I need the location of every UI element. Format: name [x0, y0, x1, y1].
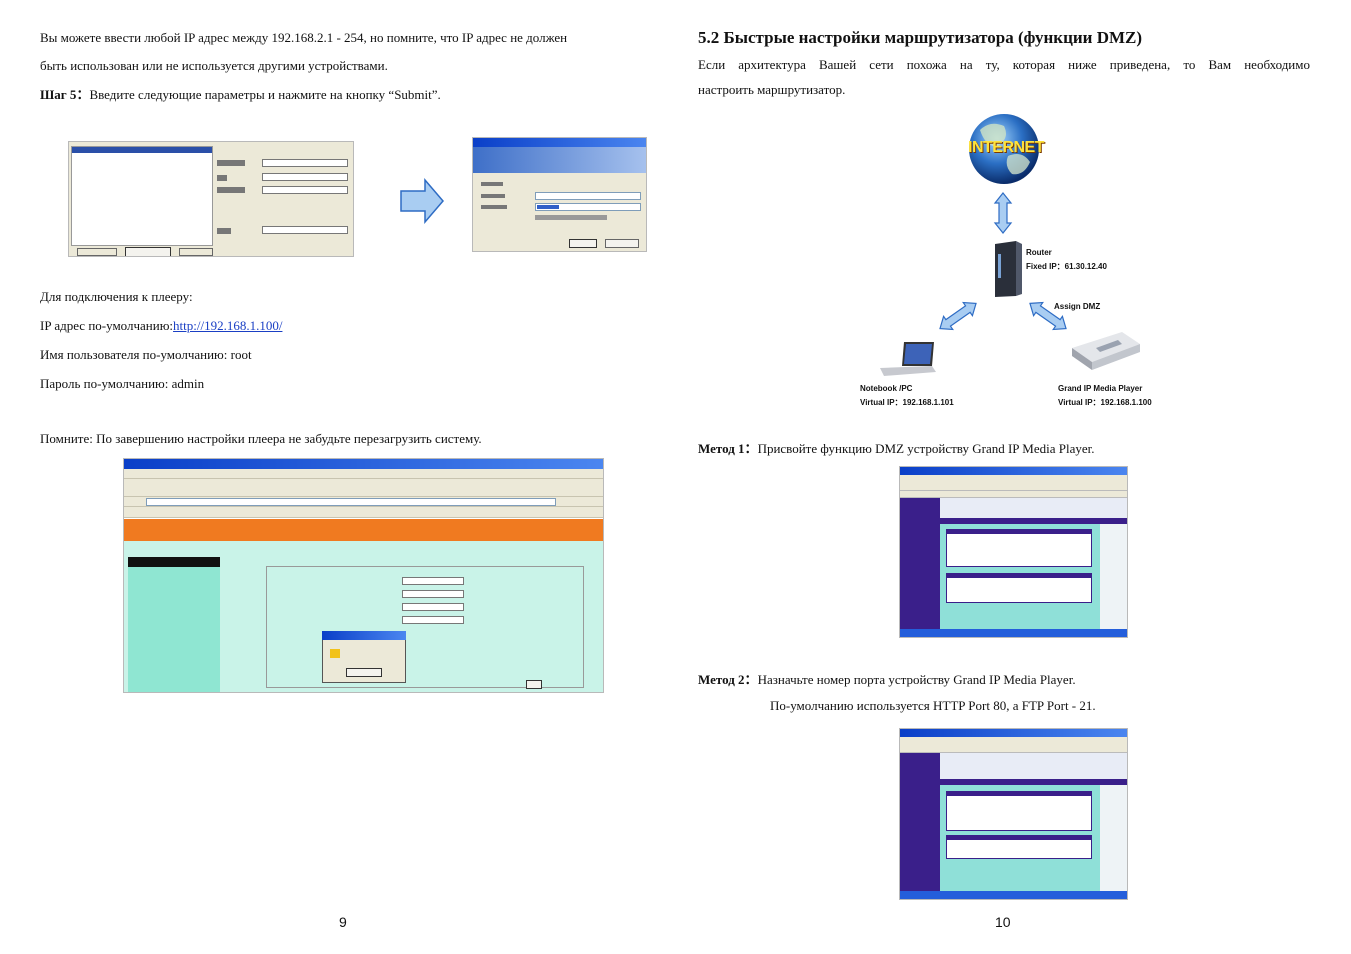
connect-intro: Для подключения к плееру: — [40, 289, 193, 304]
router-port-screenshot — [899, 728, 1128, 900]
notebook-label: Notebook /PC — [860, 384, 913, 393]
right-arrow-icon — [400, 178, 444, 224]
router-ip: Fixed IP：61.30.12.40 — [1026, 262, 1107, 271]
router-label: Router — [1026, 248, 1052, 257]
notebook-icon — [880, 342, 936, 376]
media-player-icon — [1072, 332, 1140, 370]
internet-router-arrow-icon — [993, 192, 1013, 234]
section-intro-line-1: Если архитектура Вашей сети похожа на ту… — [698, 57, 1310, 72]
method2-default-ports: По-умолчанию используется HTTP Port 80, … — [770, 698, 1096, 713]
connect-dialog-screenshot — [472, 137, 647, 252]
page-number-left: 9 — [339, 914, 347, 930]
method1-text: Присвойте функцию DMZ устройству Grand I… — [757, 441, 1095, 456]
internet-label: INTERNET — [968, 139, 1045, 156]
router-player-arrow-icon — [1029, 301, 1067, 331]
step5-line: Шаг 5：Введите следующие параметры и нажм… — [40, 87, 441, 102]
intro-line-1: Вы можете ввести любой IP адрес между 19… — [40, 30, 568, 45]
router-icon — [995, 241, 1022, 297]
default-ip-link[interactable]: http://192.168.1.100/ — [173, 318, 283, 333]
assign-dmz-label: Assign DMZ — [1054, 302, 1101, 311]
default-user: Имя пользователя по-умолчанию: root — [40, 347, 252, 362]
notebook-ip: Virtual IP：192.168.1.101 — [860, 398, 954, 407]
dmz-network-diagram: INTERNET Router Fixed IP：61.30.12.40 Ass… — [840, 108, 1200, 413]
diagram-graphics — [880, 114, 1140, 376]
method2-line: Метод 2：Назначьте номер порта устройству… — [698, 672, 1076, 687]
page-number-right: 10 — [995, 914, 1011, 930]
method1-line: Метод 1：Присвойте функцию DMZ устройству… — [698, 441, 1095, 456]
method1-label: Метод 1 — [698, 441, 745, 456]
method2-text: Назначьте номер порта устройству Grand I… — [757, 672, 1076, 687]
section-intro-line-2: настроить маршрутизатор. — [698, 82, 846, 97]
router-dmz-screenshot — [899, 466, 1128, 638]
default-password: Пароль по-умолчанию: admin — [40, 376, 205, 391]
default-ip-line: IP адрес по-умолчанию:http://192.168.1.1… — [40, 318, 282, 334]
globe-icon — [969, 114, 1039, 184]
step5-text: Введите следующие параметры и нажмите на… — [89, 87, 441, 102]
section-title: 5.2 Быстрые настройки маршрутизатора (фу… — [698, 28, 1143, 47]
intro-line-2: быть использован или не используется дру… — [40, 58, 388, 73]
network-settings-screenshot — [68, 141, 354, 257]
player-web-ui-screenshot — [123, 458, 604, 693]
method2-label: Метод 2 — [698, 672, 745, 687]
router-notebook-arrow-icon — [939, 301, 977, 331]
step5-label: Шаг 5 — [40, 87, 77, 102]
player-ip: Virtual IP：192.168.1.100 — [1058, 398, 1152, 407]
player-label: Grand IP Media Player — [1058, 384, 1143, 393]
reboot-reminder: Помните: По завершению настройки плеера … — [40, 431, 482, 446]
default-ip-label: IP адрес по-умолчанию: — [40, 318, 174, 333]
